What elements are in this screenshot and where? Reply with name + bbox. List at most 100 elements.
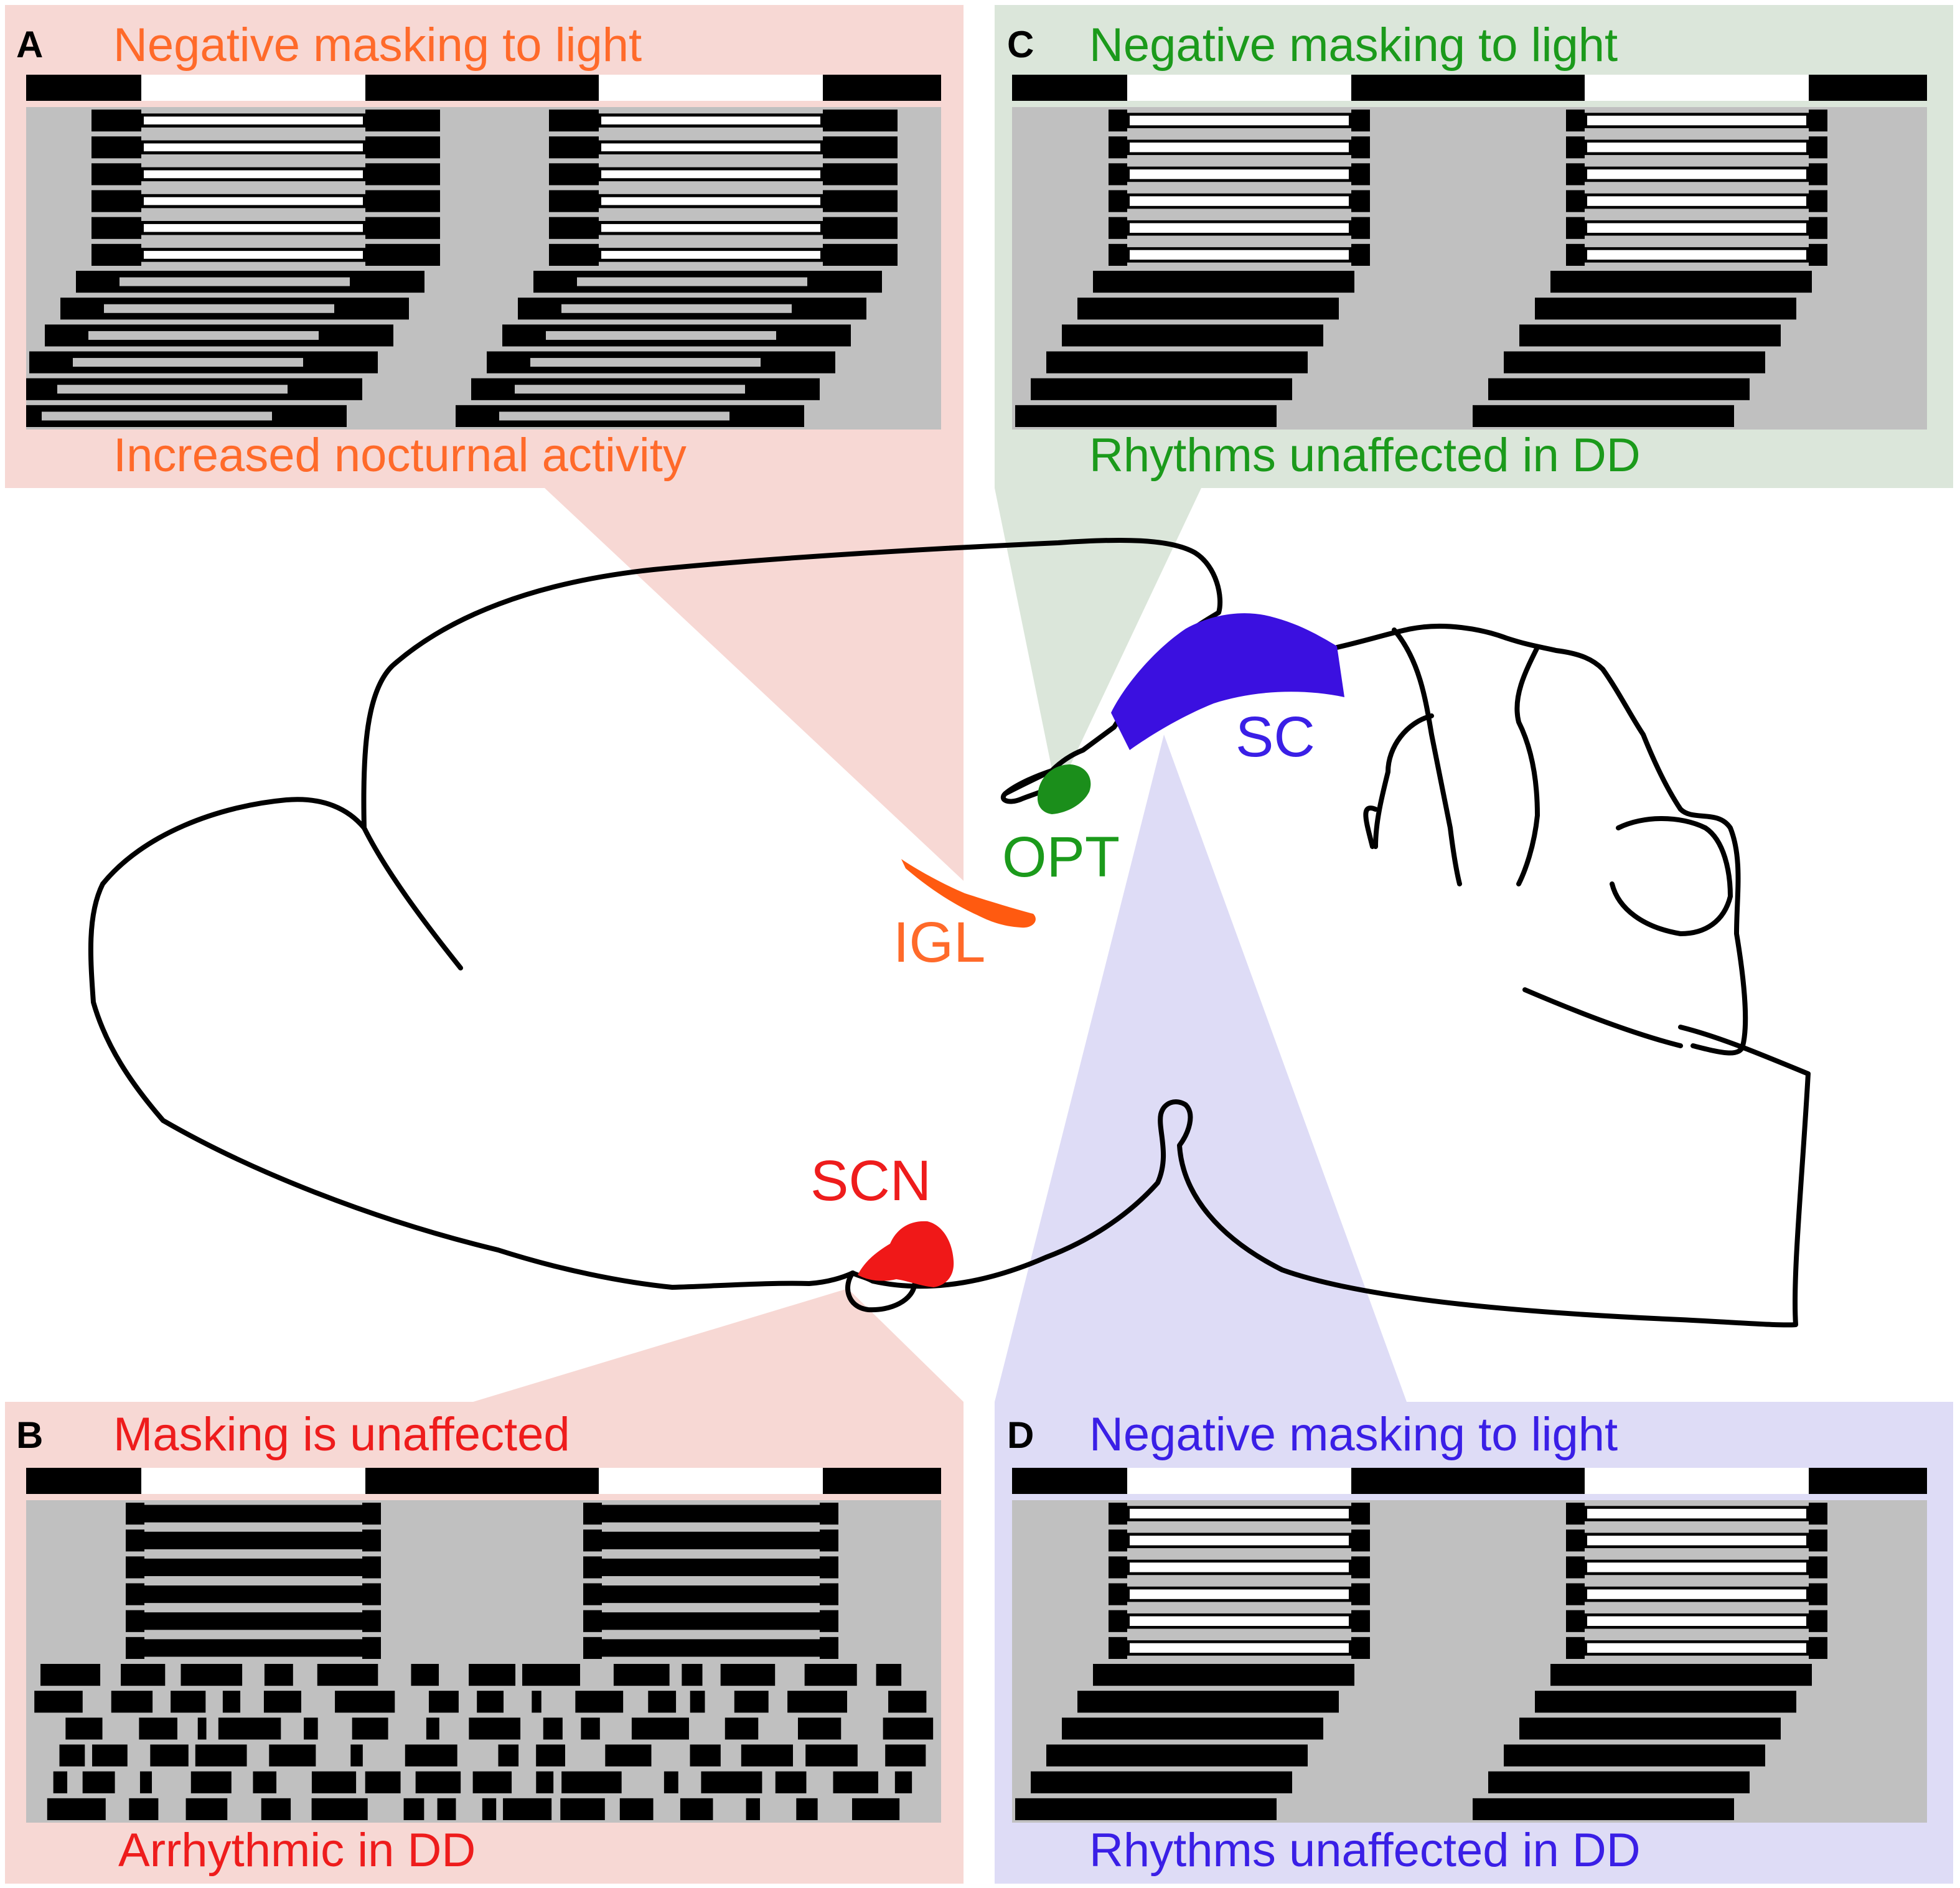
activity-bout — [1351, 1583, 1370, 1605]
activity-bout — [823, 163, 898, 186]
activity-bout — [631, 1717, 689, 1740]
activity-bout — [1488, 378, 1750, 400]
brain-ventral-contour — [850, 1025, 1811, 1328]
panel-c-top-caption: Negative masking to light — [1089, 19, 1618, 72]
activity-bout — [126, 1503, 144, 1525]
light-gap — [1587, 1616, 1806, 1626]
light-gap — [601, 251, 820, 259]
activity-bout — [804, 1664, 857, 1686]
activity-bout — [1488, 1771, 1750, 1793]
panel-b-letter: B — [16, 1414, 43, 1456]
activity-bout — [1566, 243, 1585, 266]
activity-bout — [560, 1798, 605, 1820]
sc-label: SC — [1236, 705, 1315, 769]
actogram-a — [26, 75, 941, 430]
activity-bout — [144, 1639, 362, 1657]
activity-bout — [126, 1637, 144, 1659]
activity-bout — [605, 1744, 652, 1767]
activity-bout — [426, 1717, 439, 1740]
light-gap — [1587, 223, 1806, 233]
activity-bout — [1351, 217, 1370, 239]
activity-bout — [1550, 271, 1812, 293]
activity-bout — [195, 1744, 247, 1767]
activity-bout — [682, 1664, 703, 1686]
activity-bout — [1351, 1556, 1370, 1579]
activity-bout — [403, 1798, 424, 1820]
activity-bout — [549, 243, 599, 266]
brain-cerebellar-folia-5 — [1610, 816, 1733, 936]
activity-bout — [1504, 1744, 1765, 1767]
activity-bout — [1351, 1637, 1370, 1659]
activity-bout — [1473, 405, 1734, 427]
activity-bout — [549, 110, 599, 132]
activity-bout — [47, 1798, 106, 1820]
actogram-c — [1012, 75, 1927, 430]
activity-bout — [690, 1691, 705, 1713]
panel-c-bottom-caption: Rhythms unaffected in DD — [1089, 429, 1641, 482]
activity-bout — [1351, 243, 1370, 266]
activity-bout — [1809, 1583, 1827, 1605]
activity-bout — [218, 1717, 281, 1740]
light-gap — [1587, 250, 1806, 260]
activity-bout — [1109, 1556, 1127, 1579]
activity-bout — [823, 217, 898, 239]
light-period — [1127, 75, 1351, 101]
activity-bout — [437, 1798, 456, 1820]
light-gap — [1587, 1589, 1806, 1599]
light-period — [599, 75, 823, 101]
brain-cerebellar-folia-3 — [1363, 805, 1378, 849]
activity-bout — [365, 243, 440, 266]
activity-bout — [775, 1771, 807, 1793]
panel-d-bottom-caption: Rhythms unaffected in DD — [1089, 1824, 1641, 1877]
activity-bout — [317, 1664, 378, 1686]
activity-bout — [111, 1691, 153, 1713]
igl-label: IGL — [893, 911, 985, 974]
light-gap — [1130, 1589, 1349, 1599]
activity-bout — [311, 1771, 357, 1793]
activity-bout — [144, 1531, 362, 1549]
actogram-background — [26, 107, 941, 430]
activity-bout — [1566, 1556, 1585, 1579]
activity-bout — [1351, 163, 1370, 186]
light-gap — [1130, 169, 1349, 179]
activity-bout — [648, 1691, 677, 1713]
brain-outline — [88, 537, 1811, 1328]
activity-bout — [583, 1610, 602, 1632]
activity-bout — [352, 1717, 388, 1740]
activity-bout — [362, 1583, 381, 1605]
activity-bout — [1550, 1664, 1812, 1686]
activity-bout — [411, 1664, 439, 1686]
activity-bout — [1809, 110, 1827, 132]
activity-bout — [690, 1744, 721, 1767]
activity-bout — [181, 1664, 243, 1686]
activity-bout — [820, 1610, 838, 1632]
light-gap — [1130, 1536, 1349, 1546]
light-period — [1127, 1468, 1351, 1494]
activity-bout — [263, 1691, 301, 1713]
activity-bout — [91, 217, 141, 239]
activity-bout — [362, 1637, 381, 1659]
activity-bout — [1109, 163, 1127, 186]
activity-bout — [144, 1505, 362, 1523]
sc-nucleus-icon — [1111, 613, 1344, 750]
activity-bout — [1566, 110, 1585, 132]
light-gap — [1130, 1643, 1349, 1653]
activity-bout — [583, 1529, 602, 1552]
activity-bout — [883, 1717, 934, 1740]
activity-bout — [362, 1556, 381, 1579]
activity-bout — [876, 1664, 902, 1686]
activity-bout — [1109, 136, 1127, 159]
actogram-background — [1012, 107, 1927, 430]
actogram-d — [1012, 1468, 1927, 1823]
activity-bout — [91, 190, 141, 212]
activity-bout — [820, 1529, 838, 1552]
light-gap — [144, 116, 363, 124]
activity-bout — [720, 1664, 776, 1686]
activity-bout — [92, 1744, 128, 1767]
activity-bout — [482, 1798, 497, 1820]
activity-bout — [797, 1717, 842, 1740]
activity-bout — [503, 1798, 552, 1820]
activity-bout — [833, 1771, 878, 1793]
activity-bout — [1519, 324, 1781, 347]
activity-bout — [583, 1583, 602, 1605]
